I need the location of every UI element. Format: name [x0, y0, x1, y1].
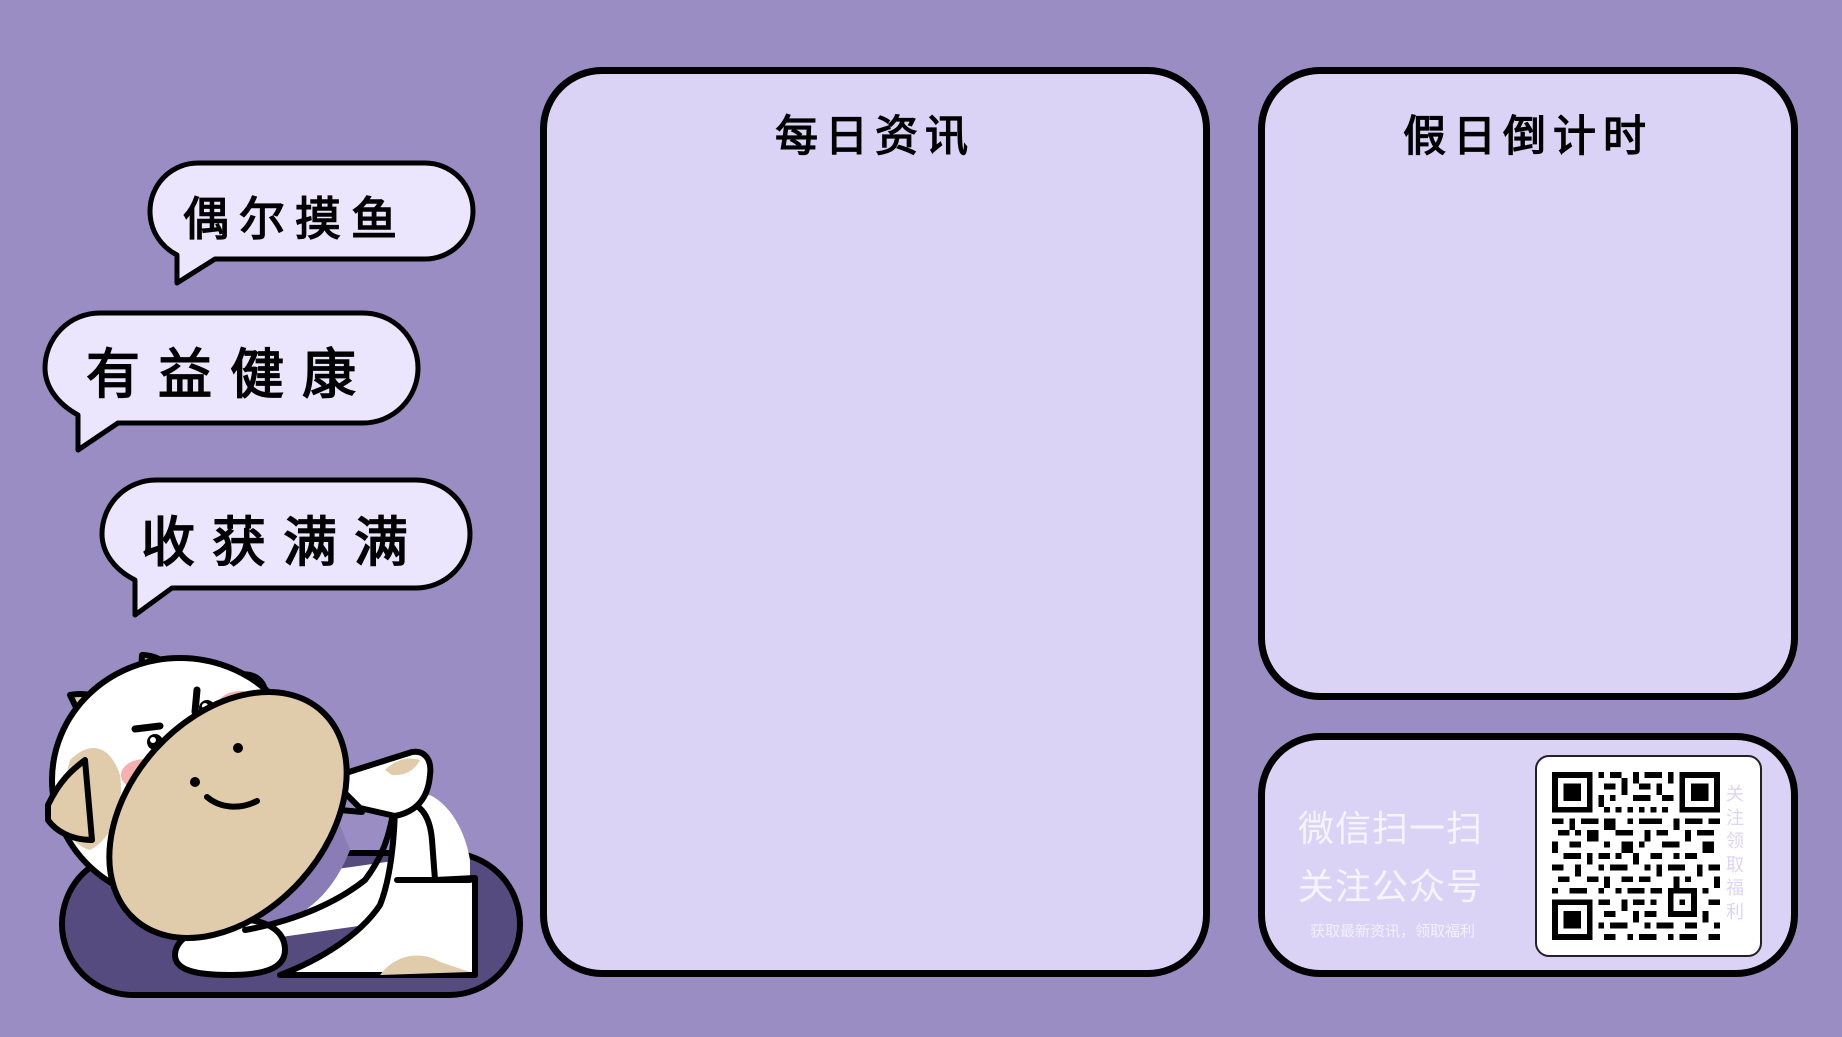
speech-bubble-2-text: 有益健康 — [86, 343, 374, 406]
cartoon-cow-icon — [45, 652, 523, 998]
speech-bubble-3-text: 收获满满 — [141, 511, 425, 574]
speech-bubble-1-text: 偶尔摸鱼 — [183, 192, 407, 246]
qr-vertical-char: 领 — [1726, 831, 1744, 852]
qr-vertical-char: 取 — [1726, 854, 1744, 876]
speech-bubble-1-shape — [147, 160, 476, 286]
qr-caption: 获取最新资讯，领取福利 — [1310, 922, 1476, 940]
qr-vertical-char: 关 — [1726, 784, 1744, 805]
qr-vertical-char: 利 — [1726, 901, 1744, 923]
qr-vertical-char: 福 — [1726, 878, 1744, 899]
qr-vertical-label: 关 注 领 取 福 利 — [1725, 783, 1745, 924]
qr-vertical-char: 注 — [1726, 807, 1744, 829]
holiday-countdown-panel: 假日倒计时 — [1258, 67, 1798, 700]
holiday-countdown-title: 假日倒计时 — [1403, 112, 1653, 162]
daily-news-title: 每日资讯 — [775, 112, 975, 162]
qr-code-icon[interactable] — [1552, 772, 1720, 940]
qr-follow-card: 微信扫一扫 关注公众号 获取最新资讯，领取福利 关 注 领 取 福 利 — [1258, 733, 1798, 977]
daily-news-panel: 每日资讯 — [540, 67, 1210, 977]
qr-follow-text: 关注公众号 — [1298, 867, 1484, 908]
speech-bubbles-layer — [42, 160, 476, 618]
qr-scan-text: 微信扫一扫 — [1298, 809, 1484, 850]
speech-bubble-2-shape — [42, 310, 421, 453]
speech-bubble-3-shape — [99, 477, 473, 618]
qr-code-frame: 关 注 领 取 福 利 — [1535, 755, 1762, 957]
